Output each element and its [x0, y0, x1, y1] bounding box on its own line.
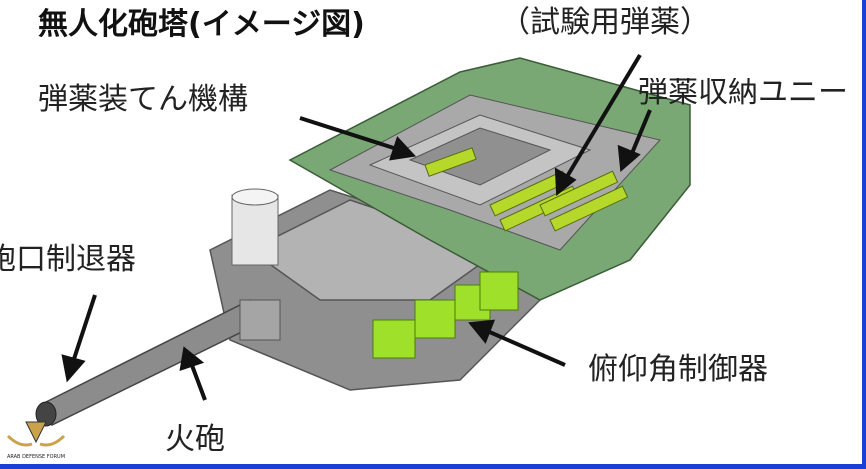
- label-test-ammo: （試験用弾薬）: [500, 5, 710, 40]
- right-border: [862, 0, 866, 469]
- elevation-controller: [372, 271, 519, 359]
- pointer-arrows: [61, 53, 652, 401]
- forum-logo: ARAB DEFENSE FORUM: [6, 418, 66, 464]
- label-storage: 弾薬収納ユニー: [638, 78, 848, 108]
- turret-top: [248, 199, 502, 301]
- label-muzzle-brake: 砲口制退器: [0, 242, 136, 277]
- label-loader: 弾薬装てん機構: [38, 82, 248, 117]
- diagram-title: 無人化砲塔(イメージ図): [38, 7, 365, 42]
- label-gun: 火砲: [165, 422, 225, 457]
- test-ammo: [424, 147, 629, 232]
- muzzle: [35, 401, 57, 427]
- sight-cylinder: [231, 194, 279, 266]
- bottom-border: [0, 464, 866, 469]
- label-elevation-controller: 俯仰角制御器: [588, 352, 768, 387]
- logo-text: ARAB DEFENSE FORUM: [7, 454, 65, 460]
